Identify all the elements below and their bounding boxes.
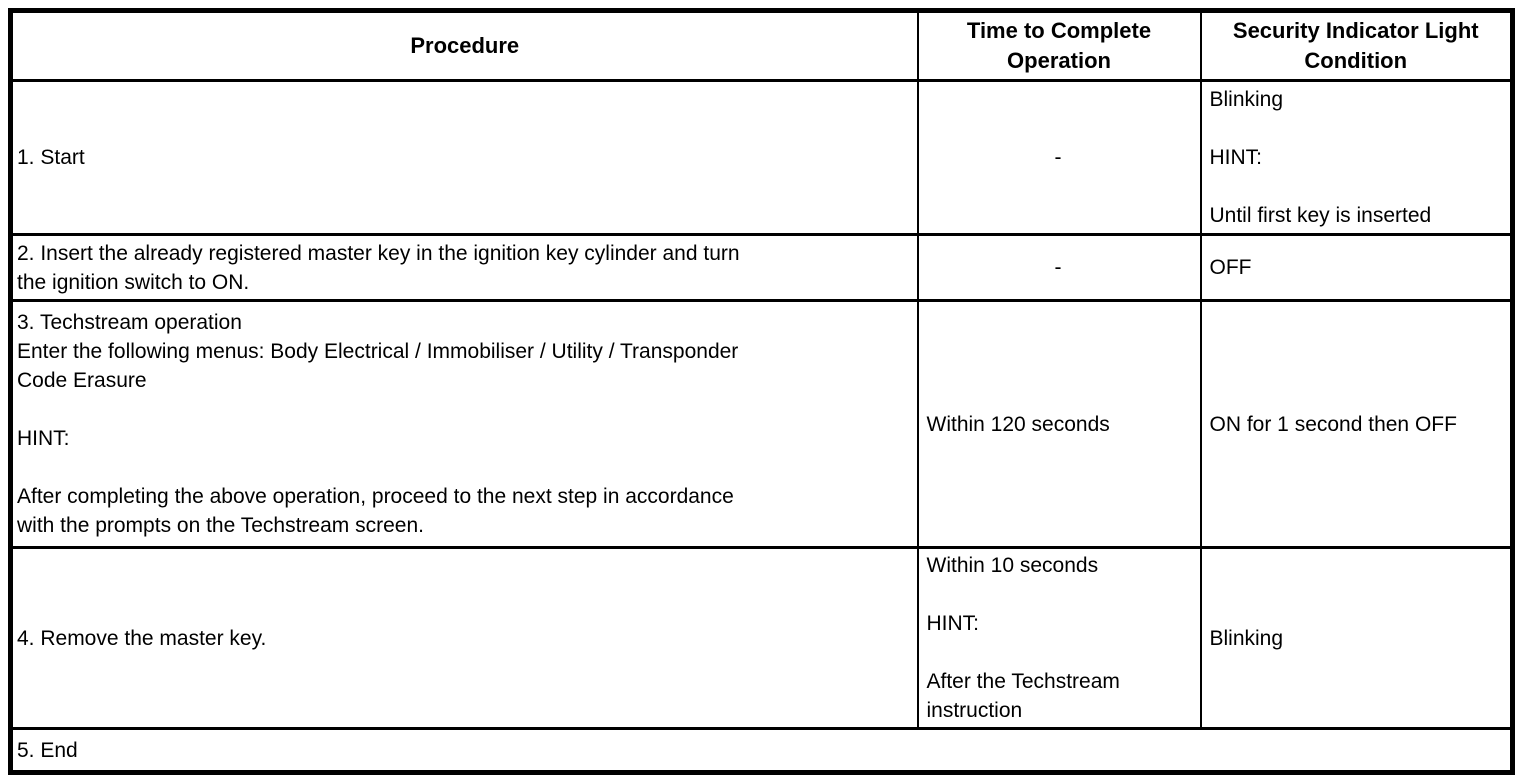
cell-step1-procedure: 1. Start <box>9 79 919 236</box>
procedure-table: Procedure Time to Complete Operation Sec… <box>8 8 1515 775</box>
cell-step3-light: ON for 1 second then OFF <box>1199 299 1514 549</box>
cell-step4-time: Within 10 seconds HINT: After the Techst… <box>916 546 1202 730</box>
column-header-security-indicator: Security Indicator Light Condition <box>1199 9 1514 82</box>
table-header-row: Procedure Time to Complete Operation Sec… <box>9 9 1514 82</box>
cell-step2-time: - <box>916 233 1202 302</box>
cell-step1-light: Blinking HINT: Until first key is insert… <box>1199 79 1514 236</box>
row-step-1: 1. Start - Blinking HINT: Until first ke… <box>9 79 1514 236</box>
cell-step4-light: Blinking <box>1199 546 1514 730</box>
cell-step2-light: OFF <box>1199 233 1514 302</box>
column-header-procedure: Procedure <box>9 9 919 82</box>
cell-step5-procedure: 5. End <box>9 727 1514 774</box>
cell-step3-procedure: 3. Techstream operation Enter the follow… <box>9 299 919 549</box>
cell-step4-procedure: 4. Remove the master key. <box>9 546 919 730</box>
row-step-2: 2. Insert the already registered master … <box>9 233 1514 302</box>
cell-step2-procedure: 2. Insert the already registered master … <box>9 233 919 302</box>
row-step-5: 5. End <box>9 727 1514 774</box>
column-header-time-to-complete: Time to Complete Operation <box>916 9 1202 82</box>
cell-step3-time: Within 120 seconds <box>916 299 1202 549</box>
row-step-3: 3. Techstream operation Enter the follow… <box>9 299 1514 549</box>
cell-step1-time: - <box>916 79 1202 236</box>
row-step-4: 4. Remove the master key. Within 10 seco… <box>9 546 1514 730</box>
